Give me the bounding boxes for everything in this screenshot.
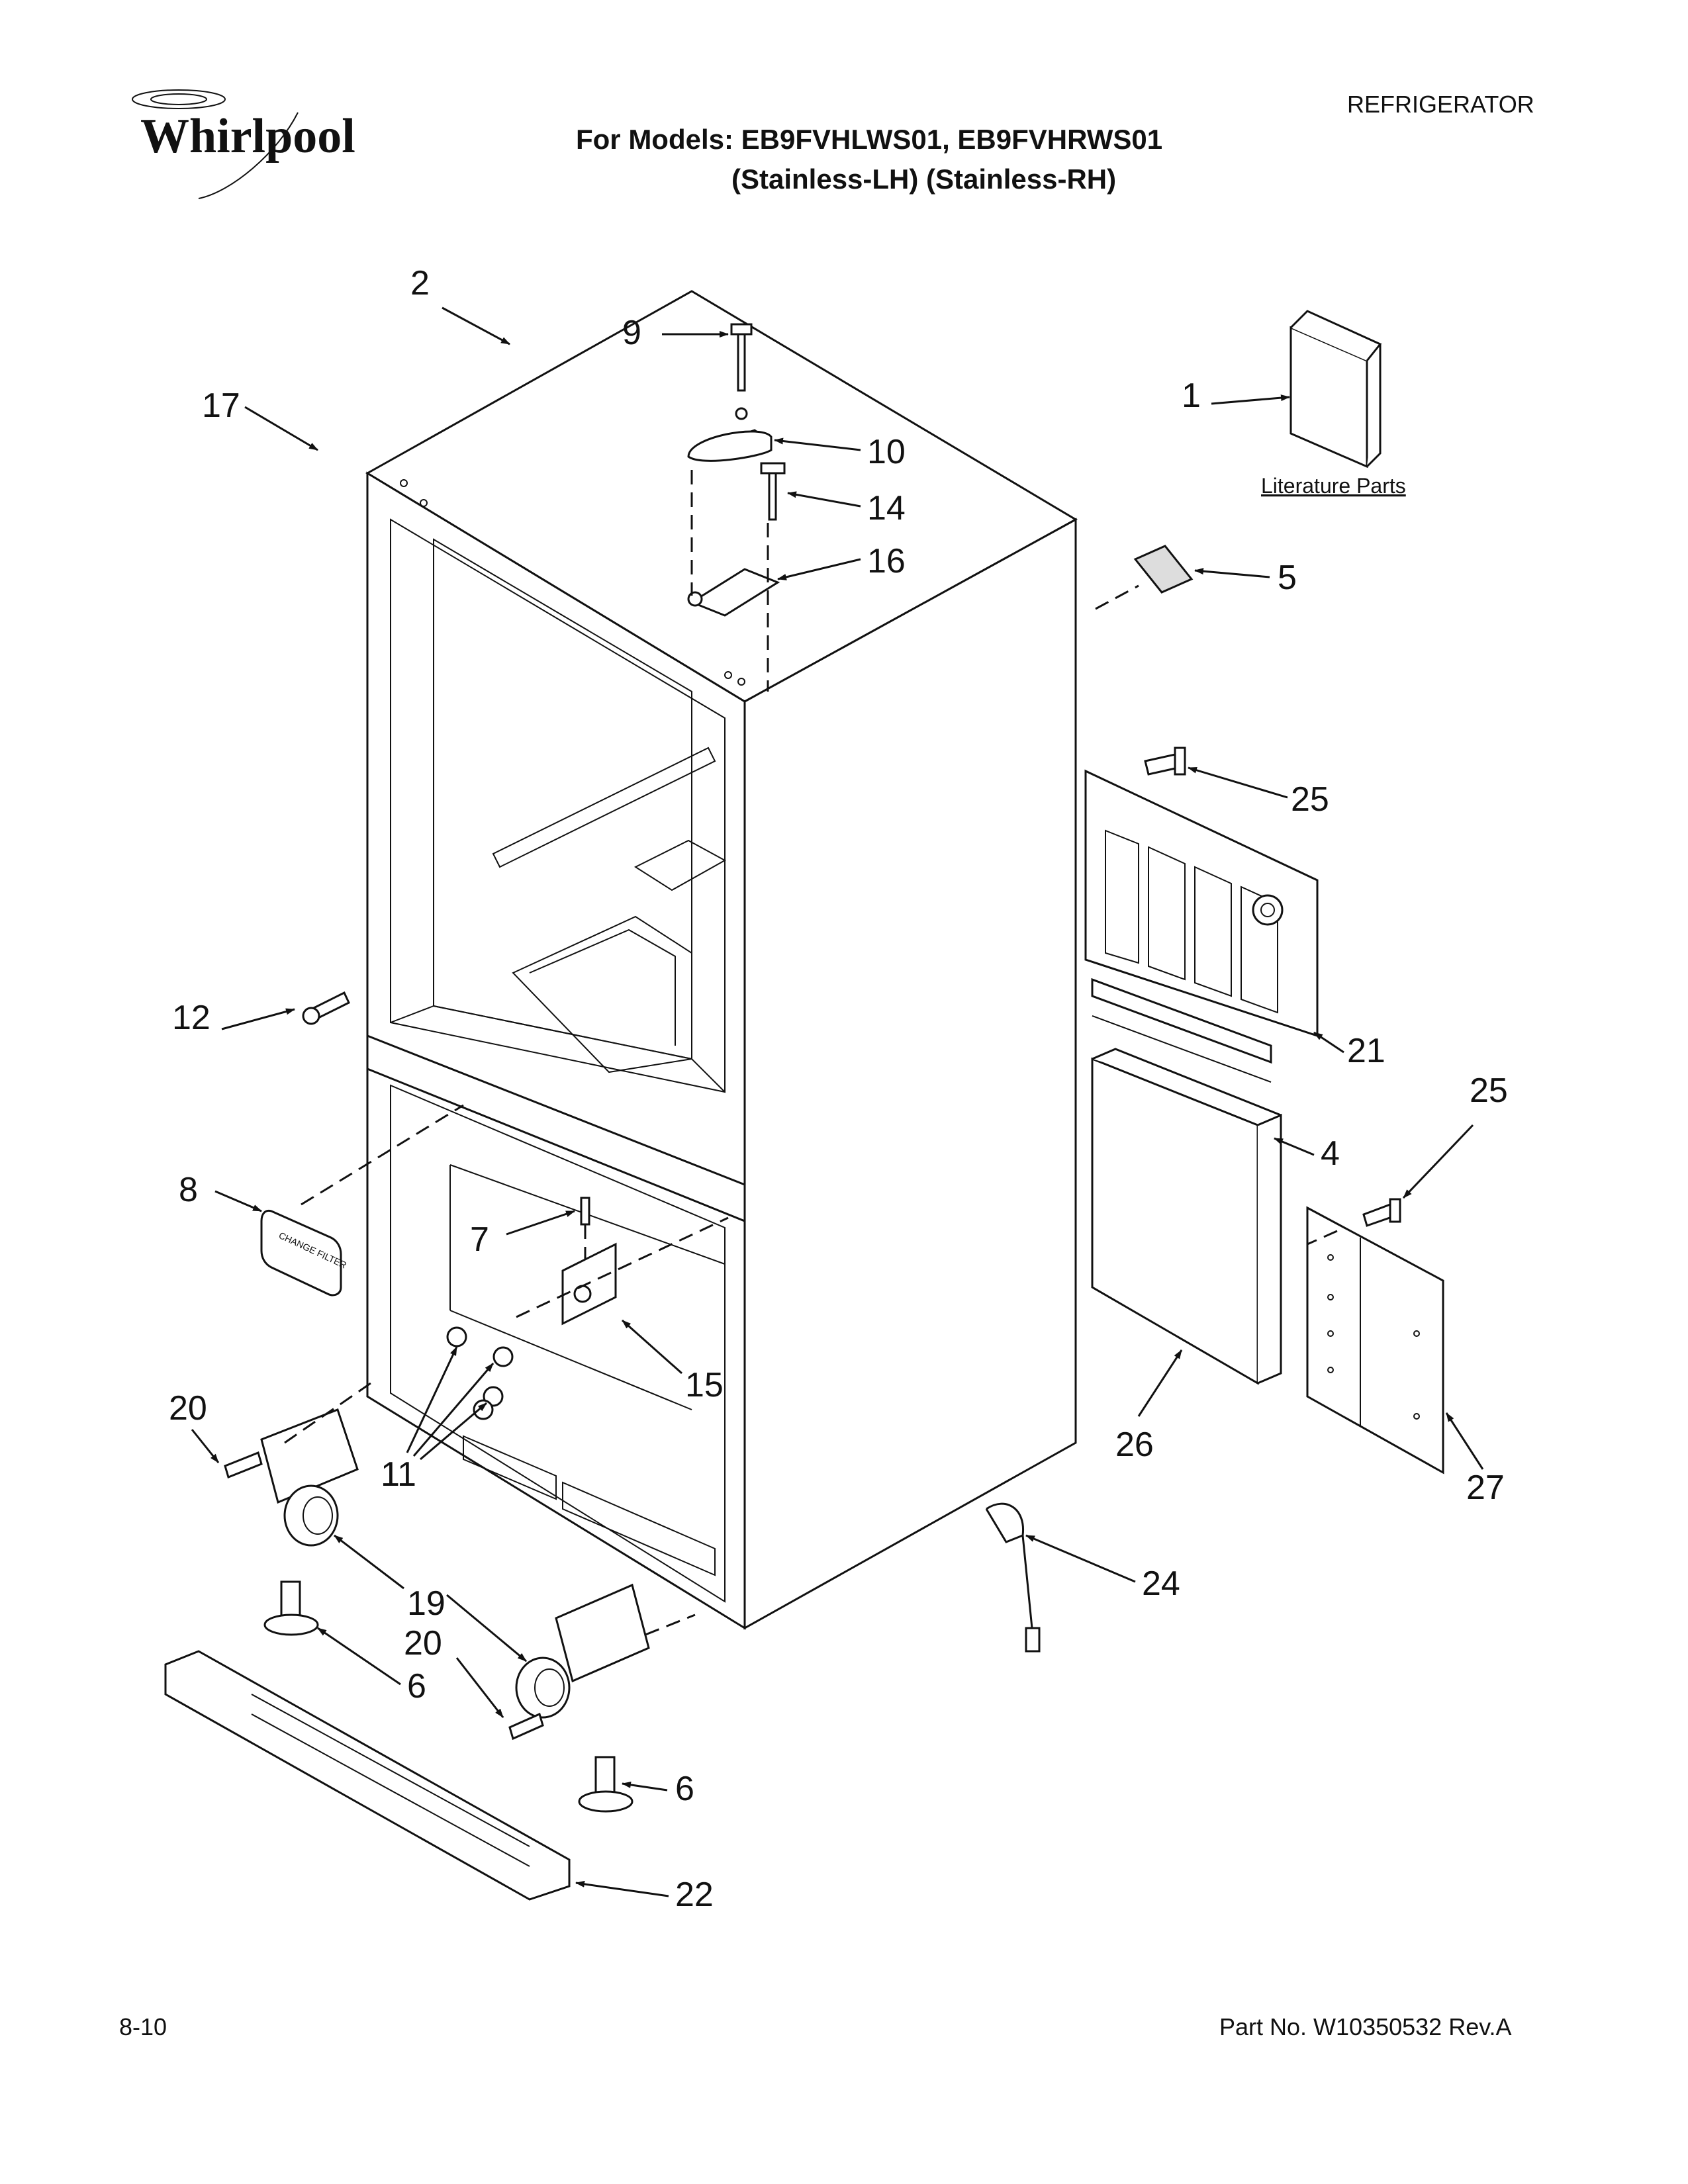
literature-booklet: Literature Parts [1261, 310, 1406, 498]
leveler-left [263, 1580, 319, 1636]
pin-7 [580, 1197, 590, 1226]
toe-grille [164, 1650, 571, 1901]
screw-25-upper [1144, 747, 1186, 776]
screw-12 [302, 991, 350, 1025]
callout-12: 12 [172, 999, 211, 1037]
callout-11: 11 [381, 1455, 416, 1494]
part-number: Part No. W10350532 Rev.A [1219, 2013, 1512, 2040]
rear-panel [1091, 1048, 1282, 1385]
screw-25-lower [1362, 1198, 1401, 1227]
callout-15: 15 [685, 1366, 724, 1404]
callout-19: 19 [407, 1584, 445, 1623]
roller-left [260, 1382, 371, 1547]
filter-indicator: CHANGE FILTER [260, 1209, 348, 1297]
leveler-right [578, 1756, 633, 1813]
leader-lines [191, 306, 1484, 1897]
roller-right [515, 1583, 696, 1719]
callout-24: 24 [1142, 1565, 1180, 1603]
screws-11 [446, 1326, 514, 1420]
callout-8: 8 [179, 1171, 198, 1209]
screw-20-right [508, 1712, 544, 1741]
callout-21: 21 [1347, 1032, 1385, 1070]
callout-10: 10 [867, 433, 906, 471]
callout-1: 1 [1182, 377, 1201, 415]
top-hinge [687, 323, 786, 692]
cabinet [365, 290, 1078, 1630]
whirlpool-logo: Whirlpool [132, 89, 355, 199]
callout-6b: 6 [675, 1770, 694, 1808]
category-label: REFRIGERATOR [1347, 91, 1534, 118]
callout-9: 9 [622, 314, 641, 352]
callout-4: 4 [1321, 1134, 1340, 1173]
callout-6a: 6 [407, 1667, 426, 1706]
callout-17: 17 [202, 387, 240, 425]
callout-16: 16 [867, 542, 906, 580]
gasket-strip [1091, 978, 1272, 1064]
callout-14: 14 [867, 489, 906, 527]
page-number: 8-10 [119, 2013, 167, 2040]
callout-27: 27 [1466, 1469, 1505, 1507]
wire-harness [985, 1502, 1041, 1653]
callout-20a: 20 [169, 1389, 207, 1428]
bracket-15 [516, 1216, 729, 1326]
models-line: For Models: EB9FVHLWS01, EB9FVHRWS01 [576, 124, 1162, 155]
access-cover [1306, 1206, 1444, 1475]
label-part-5 [1133, 545, 1194, 594]
literature-label: Literature Parts [1261, 474, 1406, 498]
callout-25b: 25 [1470, 1071, 1508, 1110]
callout-22: 22 [675, 1876, 714, 1914]
variants-line: (Stainless-LH) (Stainless-RH) [731, 163, 1116, 195]
callout-7: 7 [470, 1220, 489, 1259]
screw-20-left [224, 1451, 263, 1479]
brand-name: Whirlpool [140, 109, 355, 163]
callout-5: 5 [1278, 559, 1297, 597]
callout-2: 2 [410, 264, 430, 302]
callout-20b: 20 [404, 1624, 442, 1662]
callout-25a: 25 [1291, 780, 1329, 819]
callout-26: 26 [1115, 1426, 1154, 1464]
